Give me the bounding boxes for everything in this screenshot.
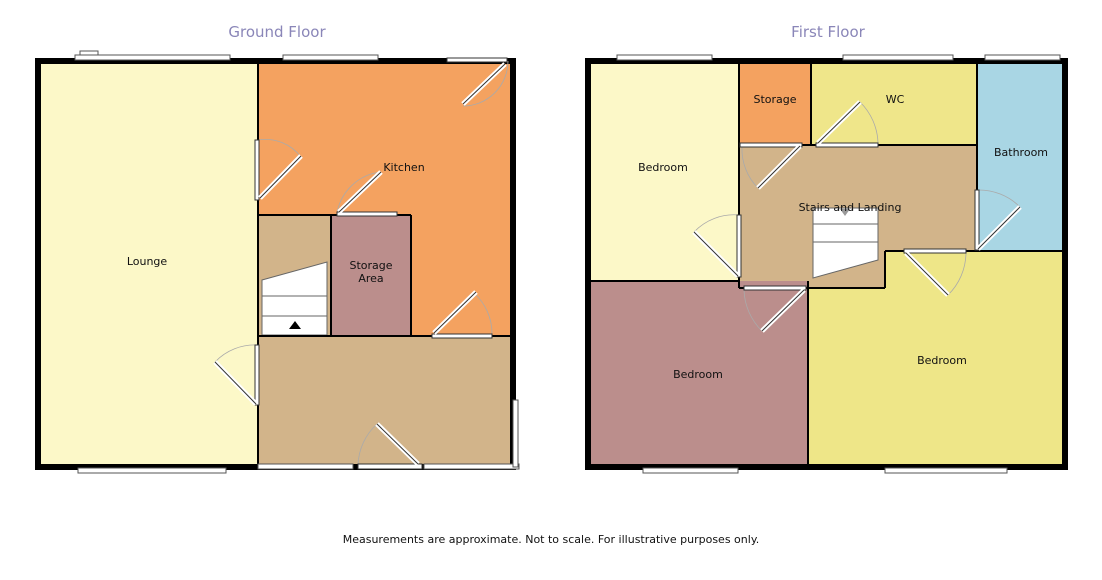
lounge-room (38, 61, 258, 467)
landing-label: Stairs and Landing (799, 201, 902, 214)
door (974, 189, 1022, 251)
first-storage-label: Storage (753, 93, 796, 106)
first-storage-room (739, 61, 811, 145)
bedroom-left-label: Bedroom (638, 161, 688, 174)
storage-area-label-line2: Area (358, 272, 383, 285)
bedroom-bottom-left-label: Bedroom (673, 368, 723, 381)
door (446, 57, 509, 107)
window (884, 467, 1008, 474)
window (282, 54, 379, 61)
kitchen-room (258, 61, 513, 336)
window (74, 54, 231, 61)
lounge-label: Lounge (127, 255, 168, 268)
bedroom-bottom-right-label: Bedroom (917, 354, 967, 367)
bathroom-room (977, 61, 1065, 251)
door (815, 100, 879, 148)
bedroom-bottom-left-room (588, 281, 808, 467)
first-floor: First Floor (585, 23, 1068, 474)
door (336, 170, 398, 217)
door (254, 139, 303, 201)
bathroom-label: Bathroom (994, 146, 1048, 159)
wc-room (811, 61, 977, 145)
window (79, 50, 99, 56)
door (903, 248, 967, 297)
window (642, 467, 739, 474)
window (842, 54, 954, 61)
stairs-down-arrow-icon (840, 209, 850, 216)
first-stairs (812, 207, 879, 279)
door (743, 285, 807, 333)
front-door (357, 422, 423, 470)
first-floor-title: First Floor (791, 23, 865, 41)
door (213, 344, 260, 406)
storage-area-label-line1: Storage (349, 259, 392, 272)
ground-floor-title: Ground Floor (228, 23, 326, 41)
window (984, 54, 1061, 61)
door (431, 290, 493, 339)
ground-floor: Ground Floor (35, 23, 520, 474)
door (692, 214, 742, 278)
storage-area-room (331, 215, 411, 336)
window (257, 463, 354, 470)
bedroom-left-room (588, 61, 739, 281)
window (77, 467, 227, 474)
wc-label: WC (886, 93, 905, 106)
disclaimer: Measurements are approximate. Not to sca… (343, 533, 760, 546)
stairs-up-arrow-icon (289, 321, 301, 329)
door (739, 142, 803, 190)
window (616, 54, 713, 61)
kitchen-label: Kitchen (383, 161, 424, 174)
window (512, 399, 519, 468)
window (423, 463, 520, 470)
entrance-hall (258, 336, 513, 467)
bedroom-bottom-right-room (808, 251, 1065, 467)
